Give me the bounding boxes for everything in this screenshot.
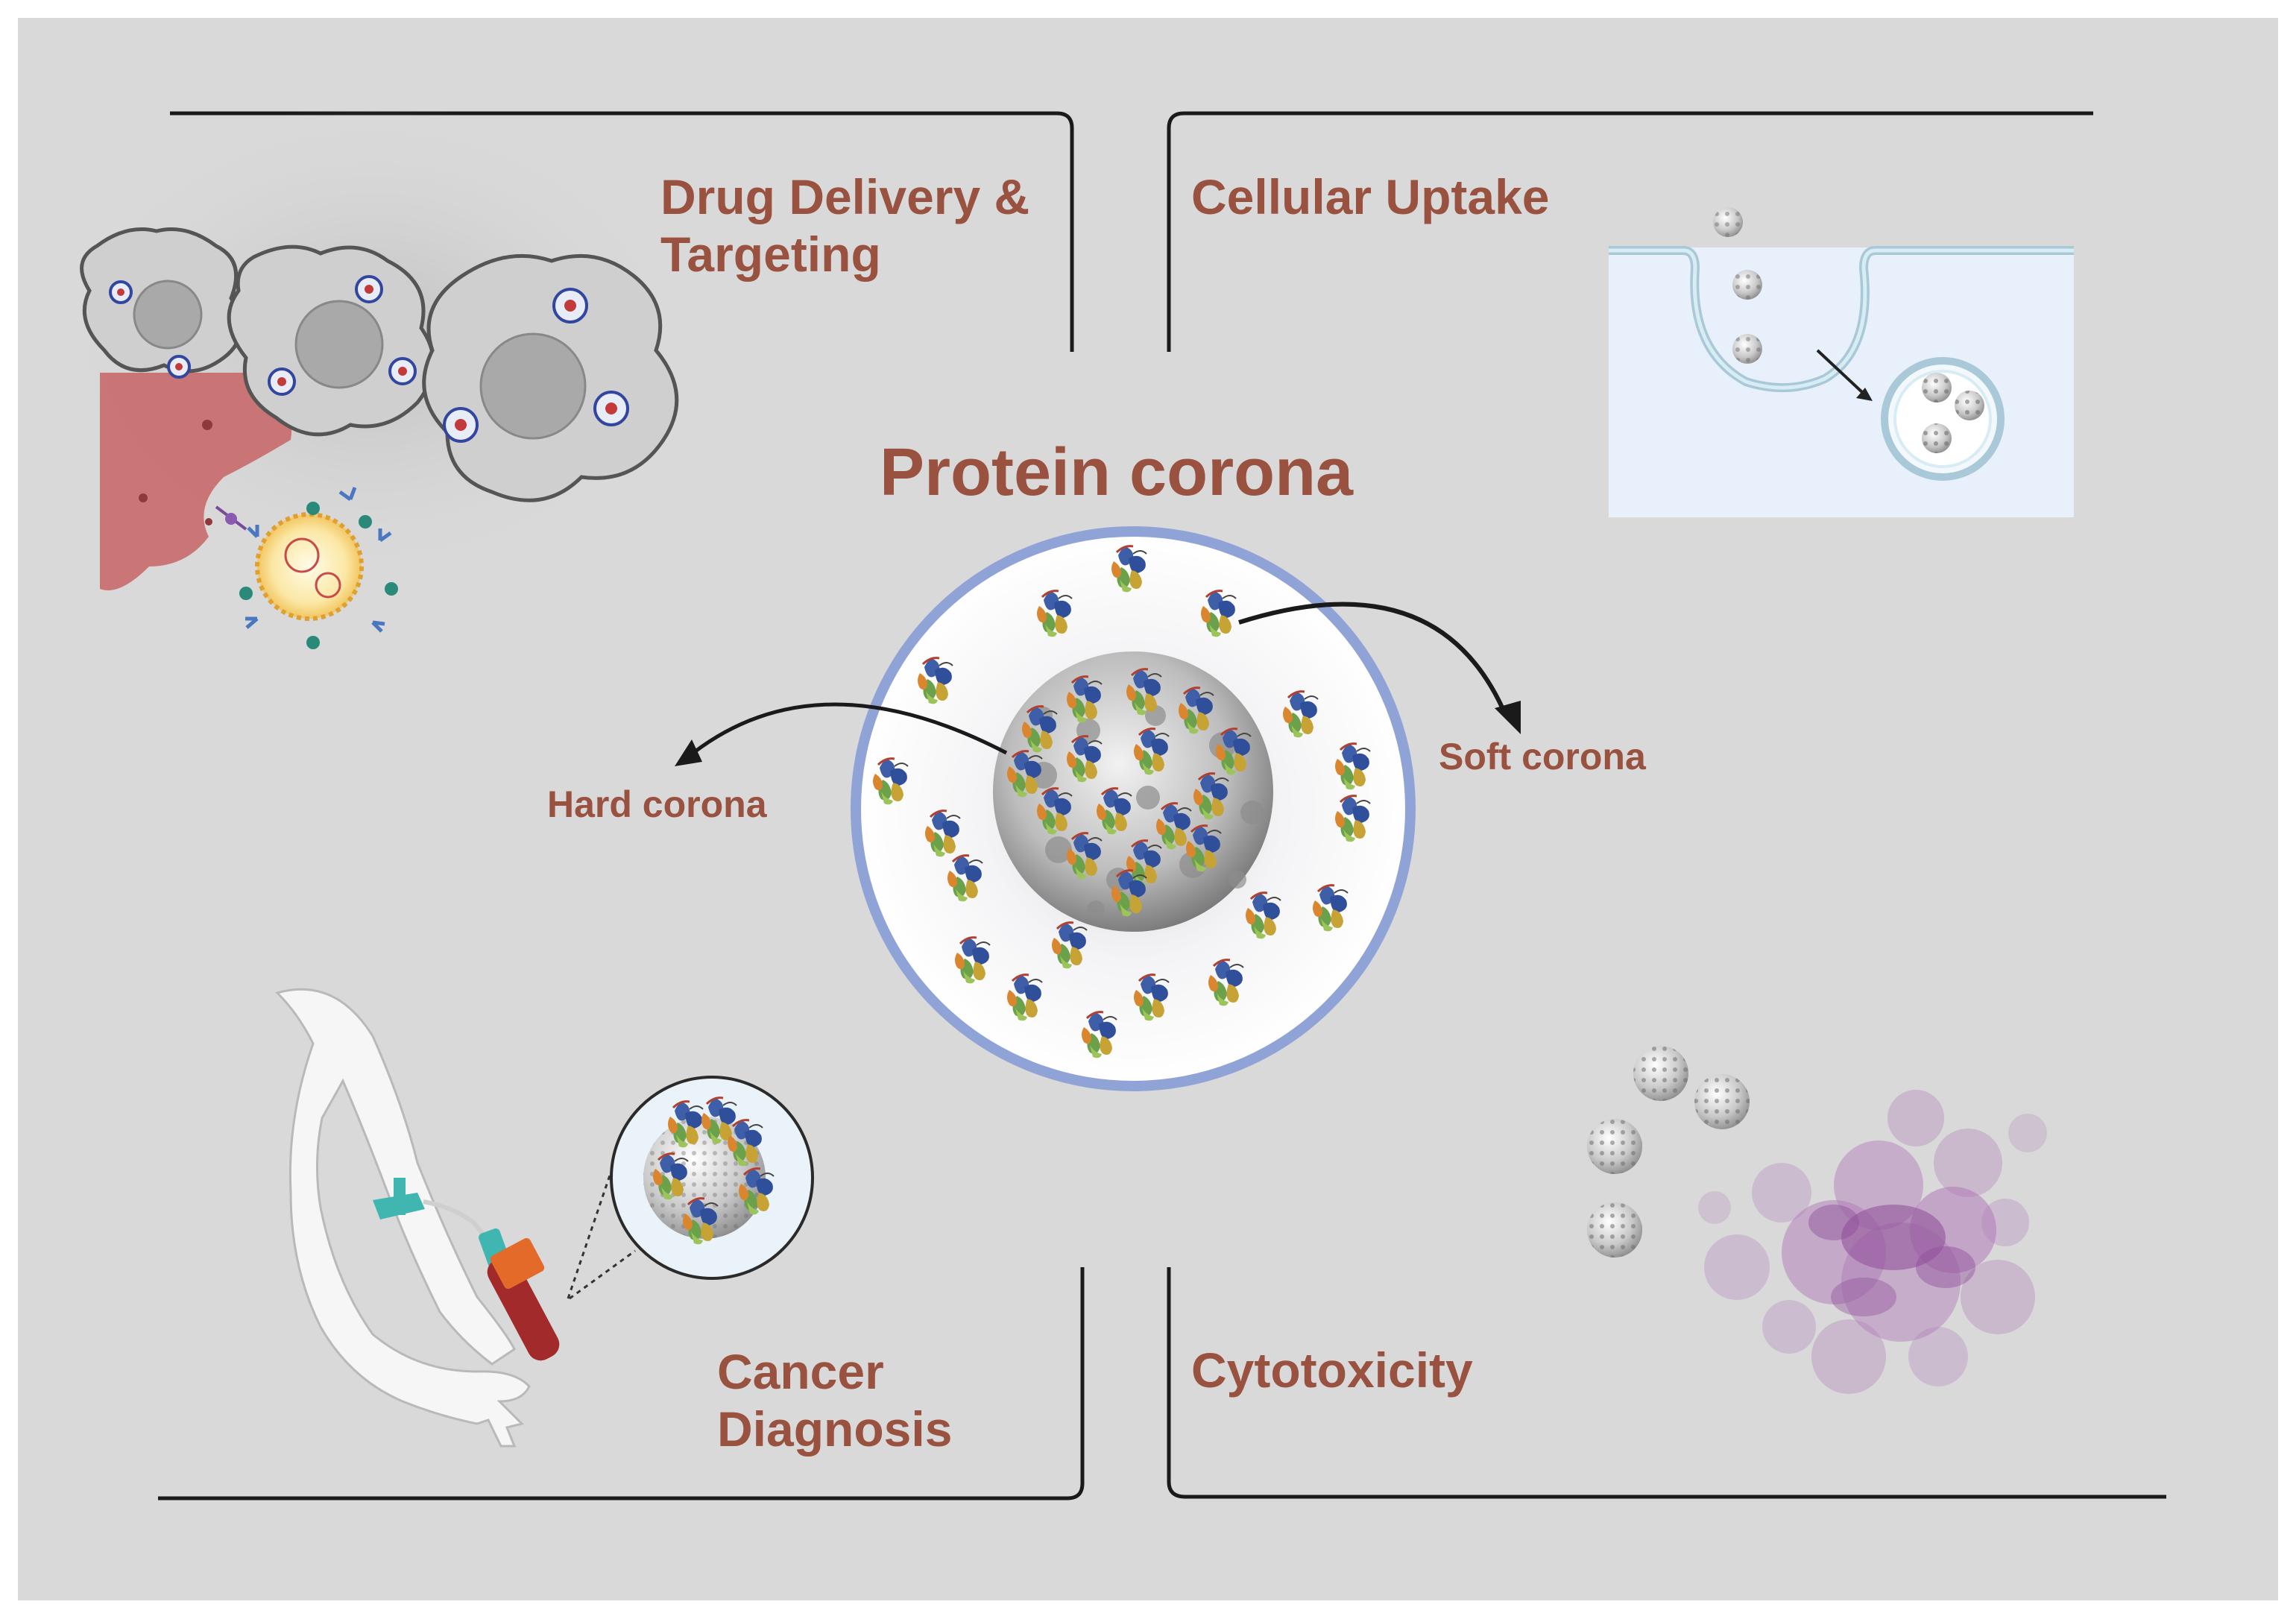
cellular-uptake-illustration	[1609, 207, 2074, 517]
soft-corona-label: Soft corona	[1439, 736, 1646, 777]
cytotoxicity-illustration	[1587, 1046, 2047, 1394]
page-title: Protein corona	[880, 435, 1354, 510]
frame-top-right	[1167, 111, 2093, 352]
dying-cells	[1698, 1090, 2047, 1394]
tumor-tissue	[100, 373, 292, 590]
protein-corona-diagram	[675, 526, 1521, 1091]
cancer-diagnosis-title-line-1: Cancer	[717, 1344, 884, 1399]
drug-delivery-title: Drug Delivery & Targeting	[660, 168, 1029, 283]
soft-corona-arrow	[1238, 602, 1508, 717]
cytotoxicity-title: Cytotoxicity	[1191, 1342, 1473, 1398]
frame-bottom-left	[158, 1267, 1085, 1500]
blood-tube	[487, 1237, 560, 1361]
arm	[275, 988, 531, 1448]
cancer-diagnosis-title: Cancer Diagnosis	[717, 1343, 952, 1458]
hard-corona-label: Hard corona	[547, 783, 767, 825]
frame-lines	[158, 111, 2166, 1500]
endosome	[1881, 357, 2005, 481]
cancer-diagnosis-title-line-2: Diagnosis	[717, 1401, 953, 1457]
frame-bottom-right	[1167, 1267, 2166, 1499]
hard-corona-arrow	[692, 702, 1008, 755]
zoom-nanoparticle	[610, 1076, 814, 1280]
cancer-diagnosis-illustration	[275, 988, 814, 1448]
frame-top-left	[170, 111, 1074, 352]
drug-delivery-title-line-1: Drug Delivery &	[660, 169, 1030, 224]
uptake-nanoparticles	[1713, 207, 1762, 364]
cyto-nanoparticles	[1587, 1046, 1750, 1257]
drug-delivery-title-line-2: Targeting	[660, 227, 881, 283]
drug-delivery-illustration	[52, 104, 693, 649]
cellular-uptake-title: Cellular Uptake	[1191, 169, 1550, 224]
liposome	[215, 487, 398, 649]
